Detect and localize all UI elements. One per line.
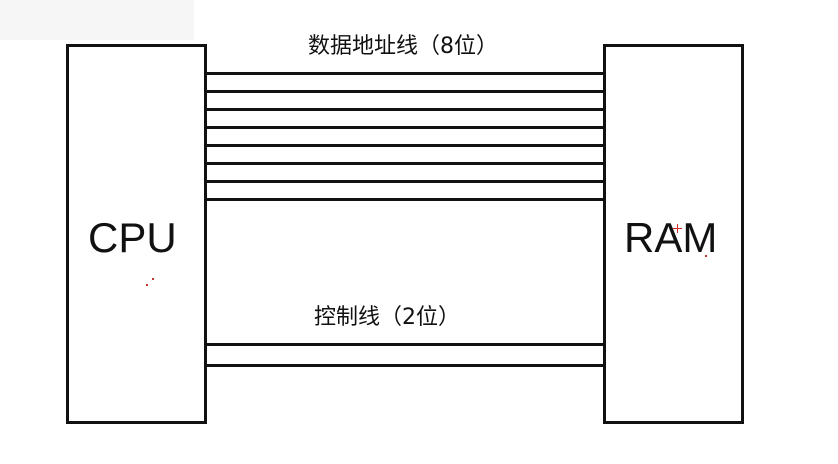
ram-block — [603, 44, 744, 424]
control-bus-wire — [205, 364, 605, 367]
data-bus-wire — [205, 198, 605, 201]
crosshair-cursor-icon — [673, 224, 682, 233]
control-bus-label: 控制线（2位） — [314, 305, 460, 330]
data-bus-wire — [205, 144, 605, 147]
data-bus-wire — [205, 90, 605, 93]
cpu-block — [66, 44, 207, 424]
background-shade — [0, 0, 194, 40]
data-address-bus-label: 数据地址线（8位） — [308, 34, 498, 59]
data-bus-wire — [205, 108, 605, 111]
artifact-dot — [146, 284, 148, 286]
artifact-dot — [705, 255, 707, 257]
data-bus-wire — [205, 72, 605, 75]
artifact-dot — [152, 278, 154, 280]
data-bus-wire — [205, 162, 605, 165]
data-bus-wire — [205, 126, 605, 129]
cpu-label: CPU — [88, 214, 177, 261]
control-bus-wire — [205, 343, 605, 346]
data-bus-wire — [205, 180, 605, 183]
ram-label: RAM — [624, 214, 718, 261]
